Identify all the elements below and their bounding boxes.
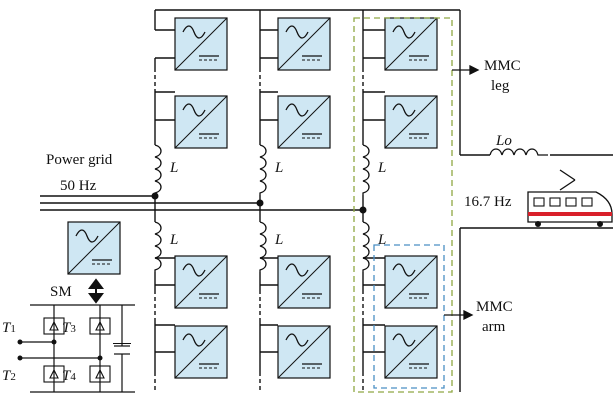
inductor-label-4: L [169,232,178,248]
mmc-leg-label-line1: MMC [484,58,521,74]
igbt-switch-icon [43,317,111,383]
svg-text:T2: T2 [2,368,16,384]
rail-frequency-label: 16.7 Hz [464,194,512,210]
ac-dc-converter-icon [174,95,228,149]
svg-text:T3: T3 [62,320,76,336]
inductor-label-1: L [169,160,178,176]
switch-nodes [17,339,103,361]
submodule-label: SM [50,284,72,300]
ac-dc-converter-icon [277,95,331,149]
ac-dc-converter-icon [277,17,331,71]
inductor-icon [154,144,548,272]
svg-text:T4: T4 [62,368,76,384]
grid-bus [40,195,363,211]
train-icon [527,169,613,227]
ac-dc-converter-icon [384,255,438,309]
ac-dc-converter-icon [67,221,121,275]
leg-wires [154,9,613,392]
ac-dc-converter-icon [277,325,331,379]
mmc-leg-label-line2: leg [491,78,510,94]
grid-nodes [151,192,367,214]
inductor-label-5: L [274,232,283,248]
mmc-arm-label-line1: MMC [476,299,513,315]
inductor-label-3: L [377,160,386,176]
ac-dc-converter-icon [384,17,438,71]
grid-frequency-label: 50 Hz [60,178,97,194]
mmc-arm-label-line2: arm [482,319,506,335]
inductor-label-2: L [274,160,283,176]
ac-dc-converter-icon [277,255,331,309]
mmc-arm-box [373,244,445,389]
leg-arrow [452,64,480,76]
output-inductor-label: Lo [495,133,512,149]
submodule-grid [67,17,438,379]
ac-dc-converter-icon [174,325,228,379]
svg-text:T1: T1 [2,320,16,336]
ac-dc-converter-icon [174,17,228,71]
arm-arrow [444,309,474,321]
bidirectional-arrow-icon [88,278,104,304]
ac-dc-converter-icon [174,255,228,309]
power-grid-label: Power grid [46,152,113,168]
submodule-circuit [20,304,135,393]
ac-dc-converter-icon [384,95,438,149]
capacitor-icon [113,343,131,344]
ac-dc-converter-icon [384,325,438,379]
mmc-leg-box [353,17,453,393]
switch-labels: T1 T3 T2 T4 [2,320,76,384]
inductor-label-6: L [377,232,386,248]
